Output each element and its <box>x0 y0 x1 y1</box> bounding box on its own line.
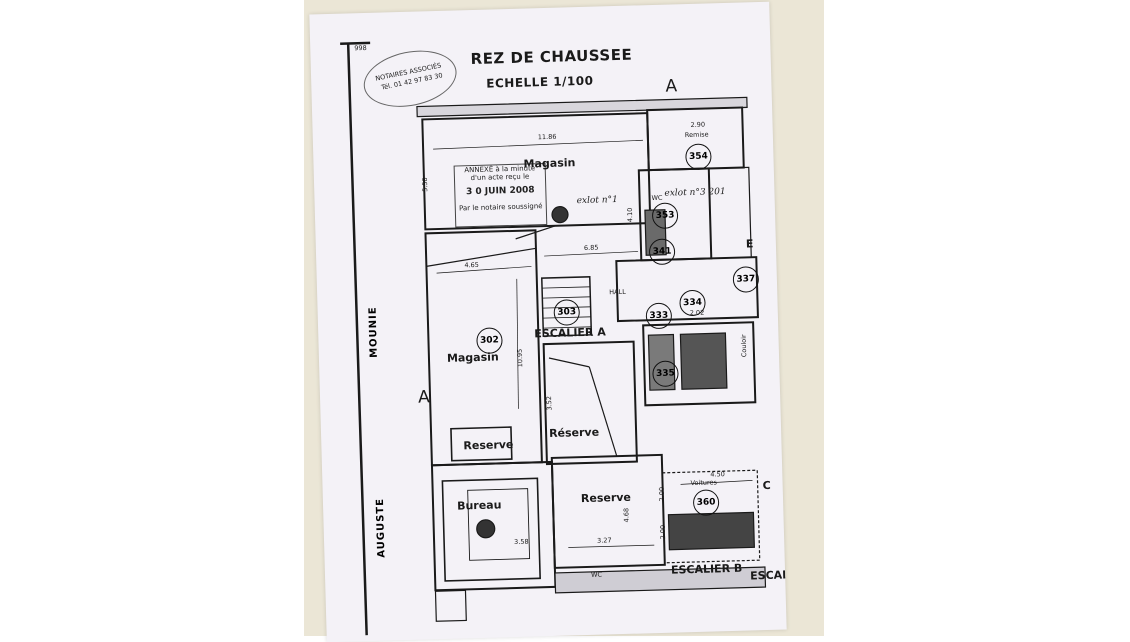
handwritten-note-2: exlot n°3 201 <box>664 186 726 199</box>
street-name-auguste: AUGUSTE <box>374 497 388 558</box>
room-magasin-top: Magasin <box>523 156 576 171</box>
room-reserve-2: Réserve <box>548 425 600 441</box>
room-escalier-b: ESCALIER B <box>670 561 743 577</box>
handwritten-note-1: exlot n°1 <box>576 195 618 207</box>
dim-11: 2.00 <box>658 524 668 540</box>
dim-9: 4.50 <box>710 470 725 479</box>
dim-3: 4.65 <box>464 260 479 270</box>
year-fragment: 998 <box>354 43 367 53</box>
dim-2: 2.90 <box>690 120 706 129</box>
dim-4: 6.85 <box>583 243 599 252</box>
room-voitures: Voitures <box>690 478 717 488</box>
plan-scale: ECHELLE 1/100 <box>486 73 594 91</box>
room-remise: Remise <box>684 130 709 140</box>
room-bureau: Bureau <box>456 498 502 513</box>
room-escalier-a: ESCALIER A <box>534 325 606 341</box>
plan-title: REZ DE CHAUSSEE <box>470 45 633 69</box>
section-marker-left: A <box>417 387 430 408</box>
annex-line3: Par le notaire soussigné <box>458 201 543 213</box>
room-couloir: Couloir <box>739 334 749 358</box>
floor-plan-drawing <box>340 41 767 636</box>
corner-e: E <box>745 237 754 251</box>
street-name-mounie: MOUNIE <box>367 306 380 359</box>
room-wc-1: WC <box>651 193 663 203</box>
dim-13: 4.10 <box>625 207 635 223</box>
room-hall: HALL <box>609 287 626 297</box>
dim-5: 10.95 <box>515 348 525 368</box>
floor-plan-sheet: 998 REZ DE CHAUSSEE ECHELLE 1/100 A A NO… <box>309 1 787 642</box>
dim-7: 3.27 <box>597 536 612 545</box>
dim-6: 3.58 <box>514 537 529 547</box>
room-reserve-3: Reserve <box>580 490 632 506</box>
room-escal: ESCAL <box>749 568 787 583</box>
dim-8: 4.68 <box>622 507 631 523</box>
corner-c: C <box>762 478 771 493</box>
room-reserve-1: Reserve <box>463 438 514 453</box>
dim-1: 11.86 <box>537 132 557 142</box>
dim-12: 5.58 <box>420 177 430 192</box>
room-wc-2: WC <box>590 570 603 579</box>
dim-14: 3.52 <box>545 395 554 411</box>
annex-stamp: ANNEXÉ à la minute d'un acte reçu le 3 0… <box>453 163 548 228</box>
dim-10: 2.00 <box>657 486 667 502</box>
dim-15: 2.02 <box>689 308 705 318</box>
section-marker-top: A <box>665 76 678 97</box>
annex-date: 3 0 JUIN 2008 <box>465 185 535 198</box>
